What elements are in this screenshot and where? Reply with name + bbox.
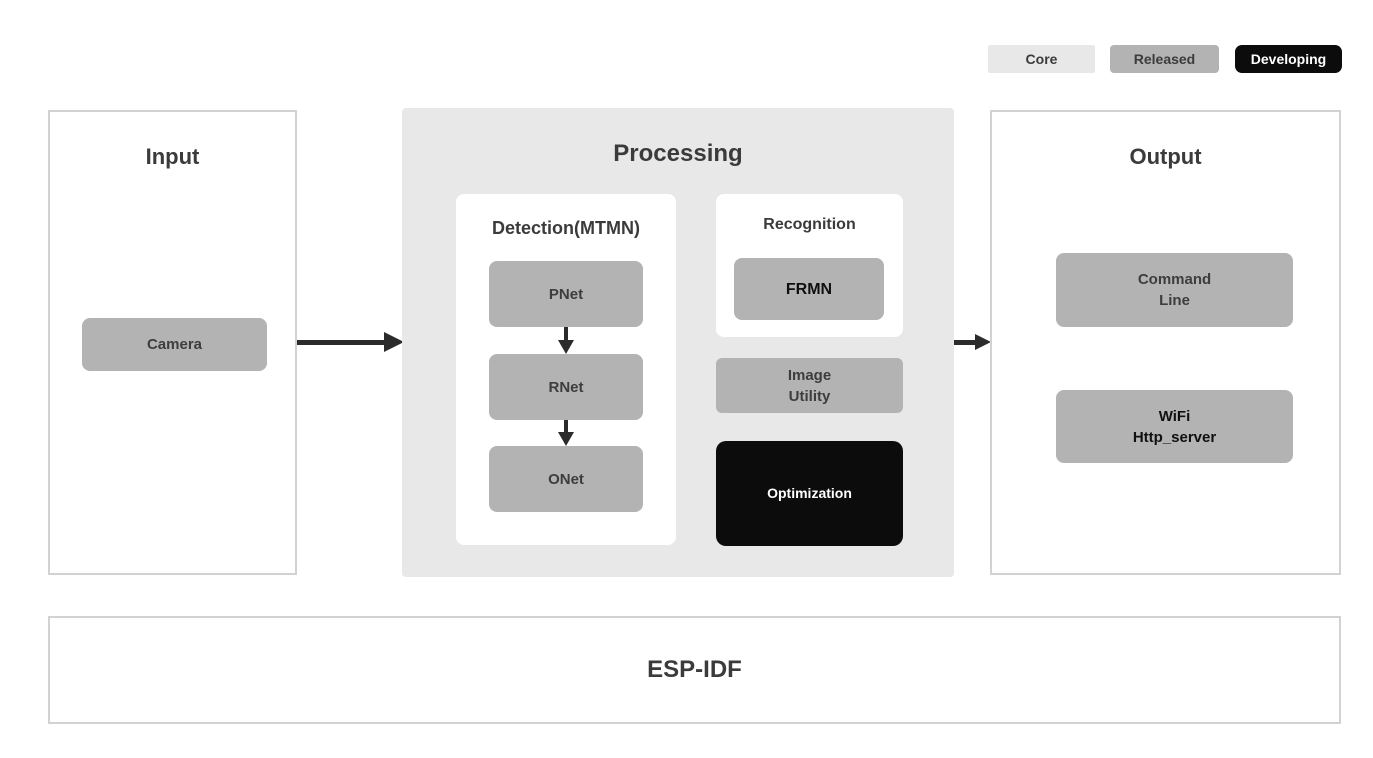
detection-group: Detection(MTMN) PNet RNet ONet — [456, 194, 676, 545]
legend-chip-core: Core — [988, 45, 1095, 73]
wifi-http-server-module: WiFi Http_server — [1056, 390, 1293, 463]
command-line-module: Command Line — [1056, 253, 1293, 327]
output-section: Output Command Line WiFi Http_server — [990, 110, 1341, 575]
arrow-shaft — [564, 420, 568, 433]
command-line-line1: Command — [1137, 271, 1212, 288]
image-utility-line2: Utility — [788, 387, 831, 405]
pnet-module: PNet — [489, 261, 643, 327]
rnet-module: RNet — [489, 354, 643, 420]
onet-module: ONet — [489, 446, 643, 512]
legend-chip-released: Released — [1110, 45, 1219, 73]
arrow-pnet-to-rnet — [558, 327, 574, 354]
recognition-title: Recognition — [763, 216, 856, 233]
image-utility-line1: Image — [787, 366, 832, 384]
frmn-module: FRMN — [734, 258, 884, 320]
legend: Core Released Developing — [988, 45, 1342, 73]
arrow-input-to-processing — [297, 332, 404, 352]
processing-section: Processing Detection(MTMN) PNet RNet ONe… — [402, 108, 954, 577]
input-title: Input — [145, 144, 200, 169]
arrow-head-icon — [558, 340, 574, 354]
wifi-line2: Http_server — [1132, 428, 1217, 446]
detection-title: Detection(MTMN) — [492, 218, 640, 238]
input-section: Input Camera — [48, 110, 297, 575]
camera-module: Camera — [82, 318, 267, 371]
legend-chip-developing: Developing — [1235, 45, 1342, 73]
optimization-module: Optimization — [716, 441, 903, 546]
command-line-line2: Line — [1159, 292, 1190, 309]
arrow-shaft — [954, 340, 977, 345]
arrow-shaft — [297, 340, 386, 345]
arrow-rnet-to-onet — [558, 420, 574, 446]
arrow-shaft — [564, 327, 568, 341]
arrow-processing-to-output — [954, 333, 991, 353]
image-utility-module: Image Utility — [716, 358, 903, 413]
wifi-line1: WiFi — [1158, 407, 1191, 425]
output-title: Output — [1129, 144, 1202, 169]
arrow-head-icon — [558, 432, 574, 446]
processing-title: Processing — [613, 140, 743, 167]
esp-idf-section: ESP-IDF — [48, 616, 1341, 724]
arrow-head-icon — [384, 332, 404, 352]
esp-idf-title: ESP-IDF — [647, 656, 742, 683]
recognition-group: Recognition FRMN — [716, 194, 903, 337]
arrow-head-icon — [975, 334, 991, 350]
